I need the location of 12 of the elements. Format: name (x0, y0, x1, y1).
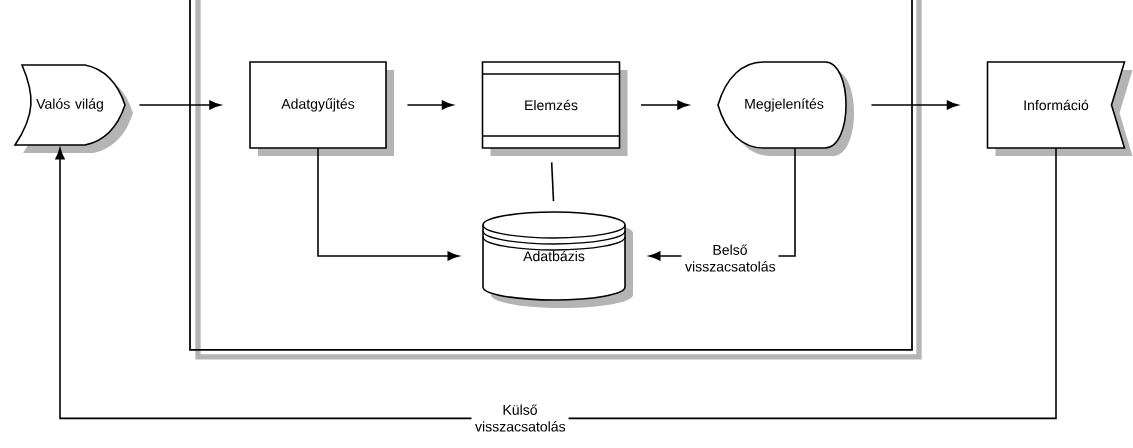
arrow (55, 147, 1057, 420)
arrow (317, 147, 460, 261)
system-frame (189, 0, 922, 360)
arrow (406, 100, 454, 110)
process-box: Adatgyűjtés (249, 61, 394, 156)
edge-label: Külső visszacsatolás (471, 400, 569, 436)
edge-label: Belső visszacsatolás (681, 240, 779, 276)
predefined-process-box: Elemzés (481, 61, 628, 156)
database-cylinder: Adatbázis (482, 211, 633, 308)
arrow (640, 100, 689, 110)
arrow (870, 100, 959, 110)
arrow (138, 100, 221, 110)
